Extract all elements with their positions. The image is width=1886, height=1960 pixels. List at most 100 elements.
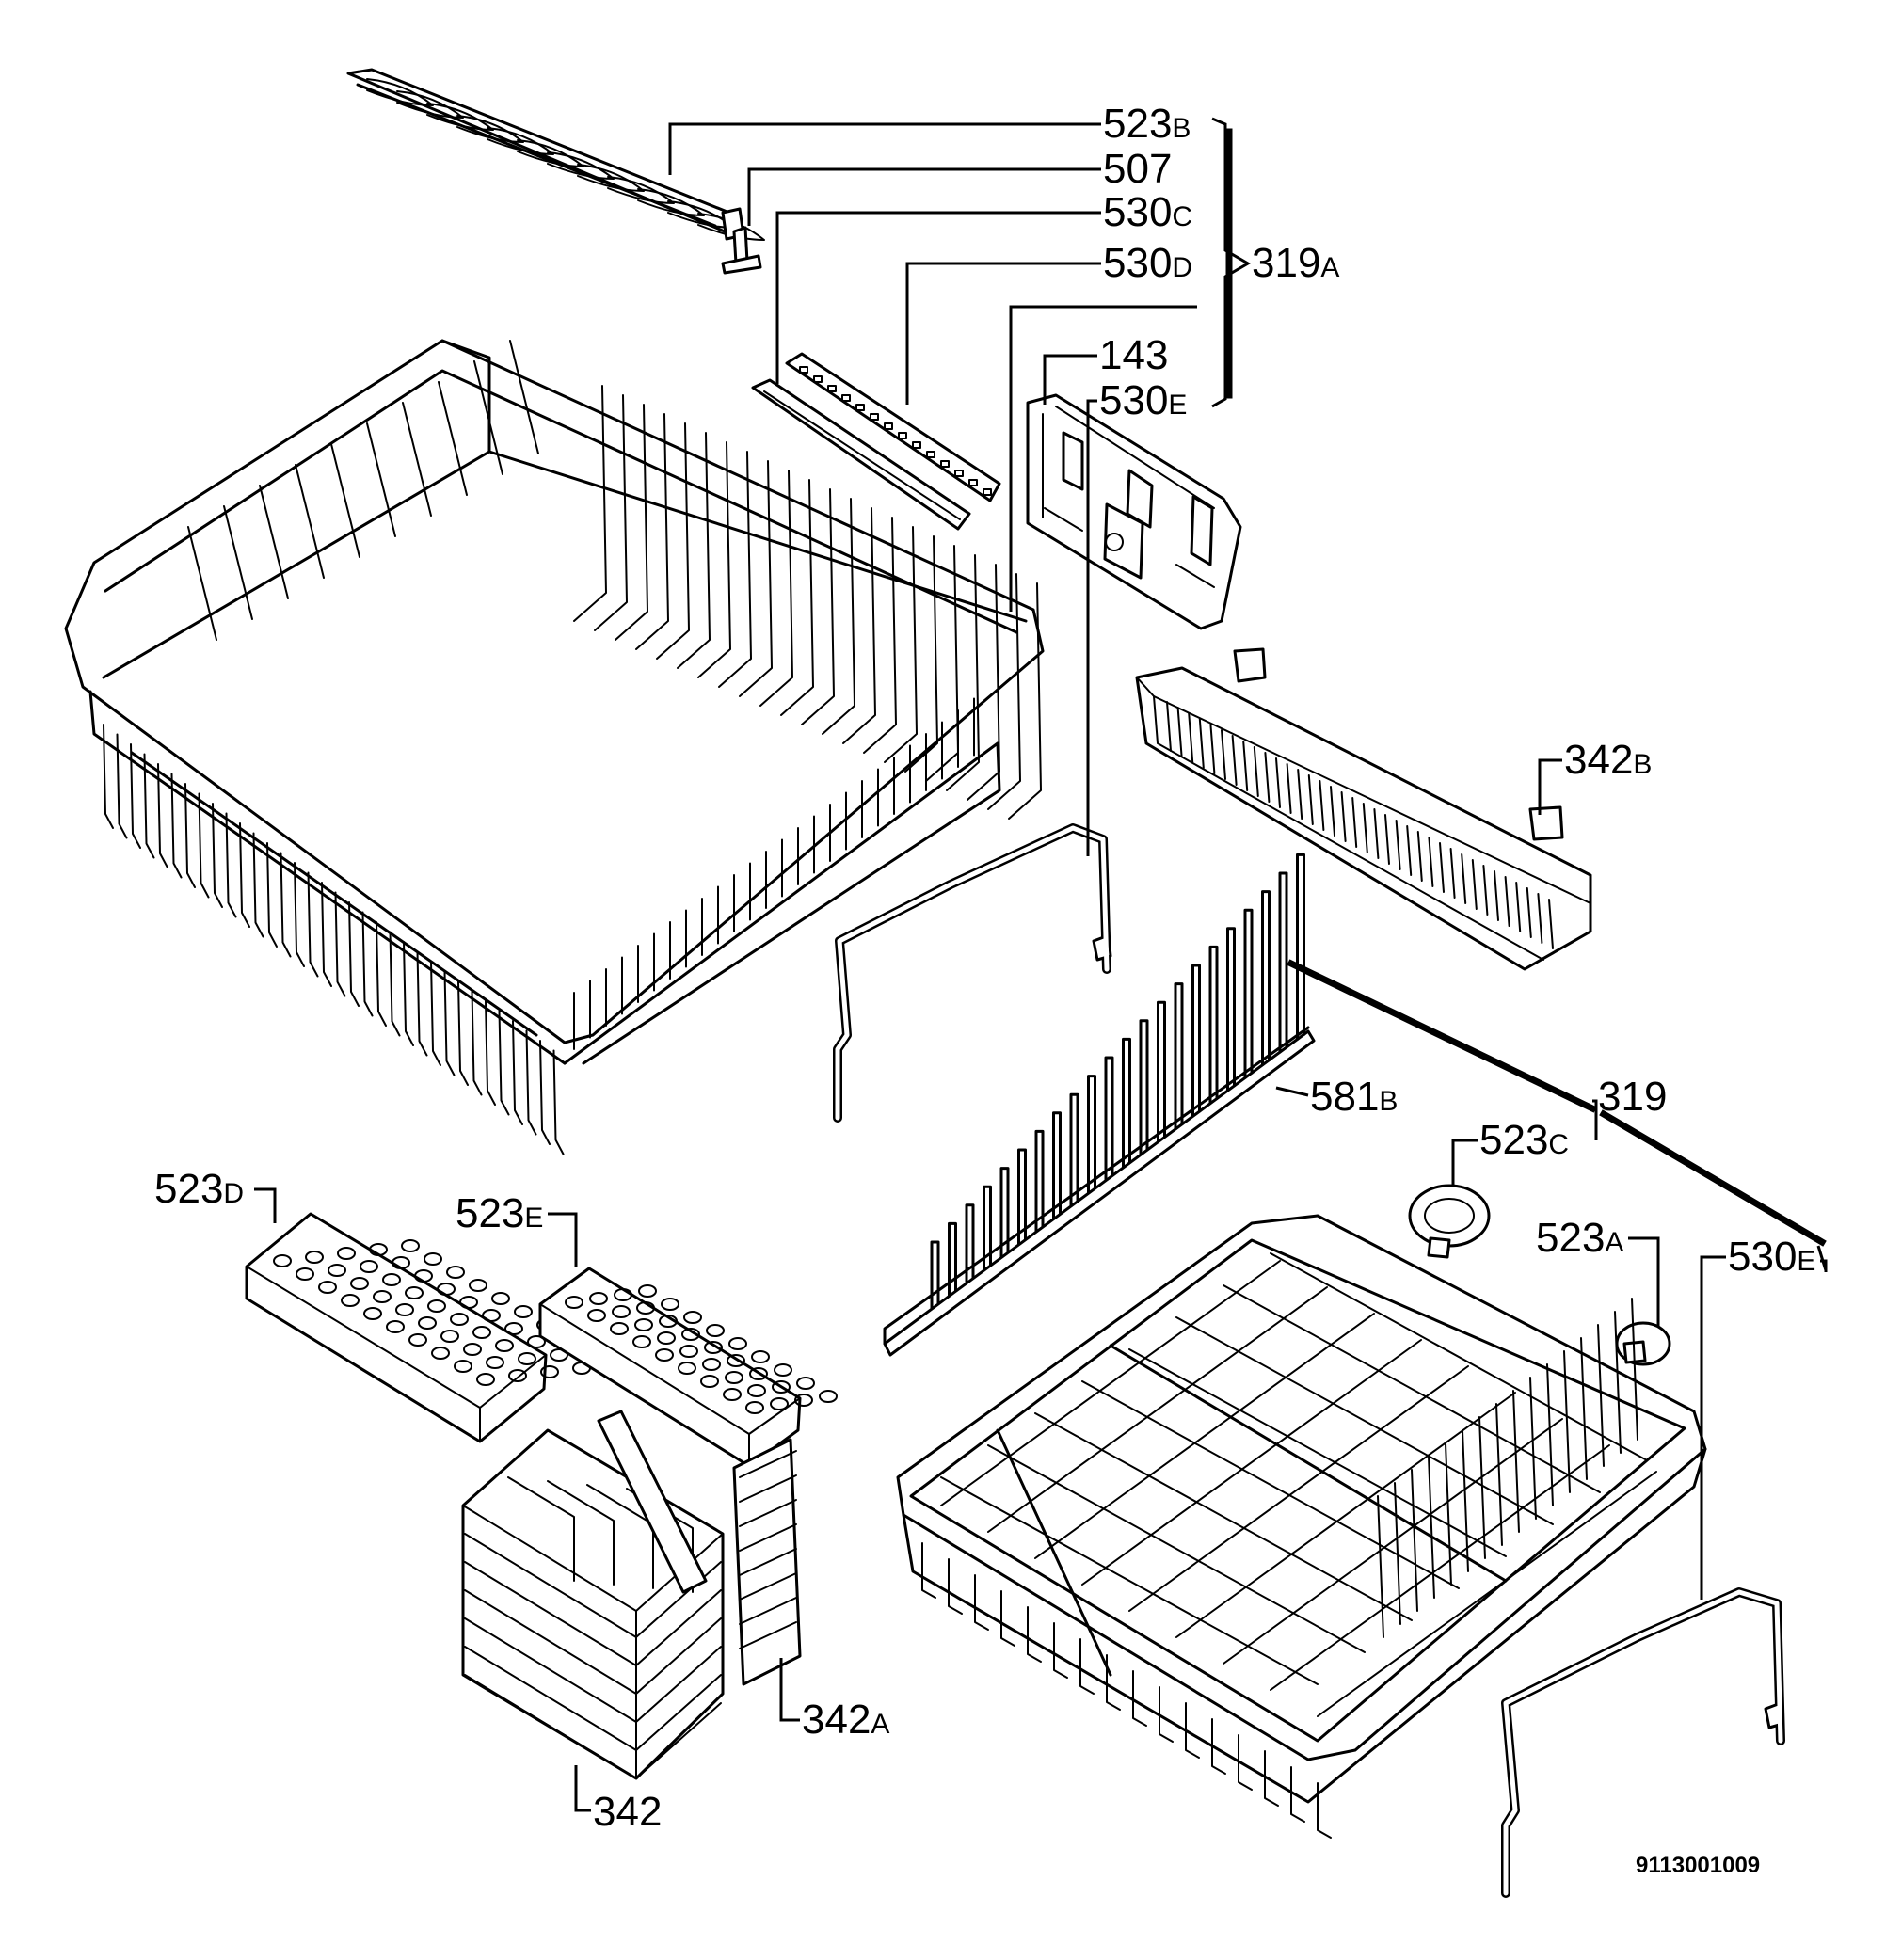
line-art — [266, 842, 278, 948]
line-art — [459, 1296, 478, 1309]
line-art — [1377, 1495, 1384, 1638]
line-art — [1223, 1418, 1563, 1665]
line-art — [635, 413, 669, 650]
line-art — [1351, 797, 1358, 848]
line-art — [366, 78, 434, 106]
line-art — [1008, 582, 1042, 820]
line-art — [656, 422, 690, 660]
line-art — [198, 792, 210, 899]
line-art — [747, 1384, 766, 1397]
line-art — [360, 1260, 378, 1273]
line-art — [1494, 870, 1499, 921]
line-art — [1209, 724, 1216, 774]
line-art — [1175, 1392, 1516, 1638]
line-art — [1597, 1324, 1605, 1467]
label-143: 143 — [1099, 332, 1168, 378]
part-523a-wheel — [1615, 1321, 1671, 1366]
line-art — [704, 1341, 723, 1354]
line-art — [1079, 1638, 1095, 1695]
line-art — [1319, 780, 1325, 831]
label-523a: 523A — [1536, 1215, 1623, 1261]
line-art — [382, 1273, 401, 1286]
line-art — [1261, 890, 1271, 1067]
line-art — [573, 385, 607, 622]
line-art — [472, 1326, 491, 1339]
line-art — [725, 1371, 743, 1384]
line-art — [796, 1377, 815, 1390]
line-art — [1264, 1750, 1279, 1807]
line-art — [863, 517, 897, 754]
line-art — [1027, 1606, 1042, 1663]
line-art — [1537, 893, 1543, 944]
line-art — [491, 1292, 510, 1305]
part-143-adjuster — [1026, 393, 1242, 630]
line-art — [473, 360, 503, 475]
label-523d: 523D — [154, 1166, 244, 1212]
line-art — [780, 479, 814, 716]
line-art — [392, 1256, 410, 1269]
line-art — [424, 1252, 442, 1266]
line-art — [1631, 1298, 1638, 1441]
line-art — [1526, 887, 1532, 938]
label-523c: 523C — [1479, 1117, 1569, 1163]
line-art — [634, 1318, 653, 1331]
line-art — [615, 404, 648, 641]
line-art — [184, 783, 196, 888]
line-art — [749, 1367, 768, 1380]
line-art — [751, 1350, 770, 1363]
line-art — [239, 822, 250, 928]
line-art — [1330, 786, 1335, 837]
line-art — [361, 911, 374, 1017]
part-530c-rail — [751, 378, 971, 531]
line-art — [464, 1646, 722, 1751]
line-art — [1174, 982, 1184, 1131]
line-art — [1515, 882, 1522, 932]
line-art — [130, 743, 141, 849]
line-art — [463, 1343, 482, 1356]
line-art — [369, 1243, 388, 1256]
line-art — [946, 554, 980, 791]
line-art — [1081, 1339, 1422, 1586]
line-art — [697, 213, 765, 241]
line-art — [948, 1558, 963, 1615]
line-art — [745, 1401, 764, 1414]
part-523b-tine-rack — [346, 68, 765, 241]
line-art — [295, 464, 325, 579]
bracket-319 — [1287, 959, 1828, 1271]
line-art — [661, 1298, 679, 1311]
line-art — [1106, 1654, 1121, 1711]
line-art — [401, 1239, 420, 1252]
line-art — [813, 375, 823, 383]
line-art — [842, 507, 876, 744]
line-art — [464, 1674, 722, 1779]
line-art — [697, 441, 731, 678]
line-art — [225, 812, 237, 918]
line-art — [1529, 1377, 1537, 1520]
line-art — [723, 1388, 742, 1401]
line-art — [1223, 1284, 1601, 1493]
label-319: 319 — [1598, 1074, 1667, 1120]
line-art — [1242, 741, 1249, 791]
line-art — [464, 1589, 722, 1695]
line-art — [739, 1450, 797, 1478]
line-art — [170, 773, 183, 879]
label-581b: 581B — [1310, 1074, 1398, 1120]
line-art — [1384, 814, 1390, 865]
line-art — [476, 1373, 495, 1386]
line-art — [1373, 808, 1380, 859]
line-art — [454, 1360, 472, 1373]
line-art — [577, 164, 645, 192]
line-art — [1270, 1444, 1610, 1691]
line-art — [718, 451, 752, 688]
part-523c-wheel — [1408, 1184, 1491, 1259]
line-art — [1286, 763, 1292, 814]
line-art — [212, 803, 223, 908]
line-art — [1307, 774, 1314, 825]
line-art — [223, 505, 253, 620]
line-art — [1512, 1390, 1520, 1533]
line-art — [525, 1029, 537, 1136]
line-art — [921, 1542, 936, 1599]
line-art — [770, 1397, 789, 1410]
line-art — [512, 1020, 523, 1125]
